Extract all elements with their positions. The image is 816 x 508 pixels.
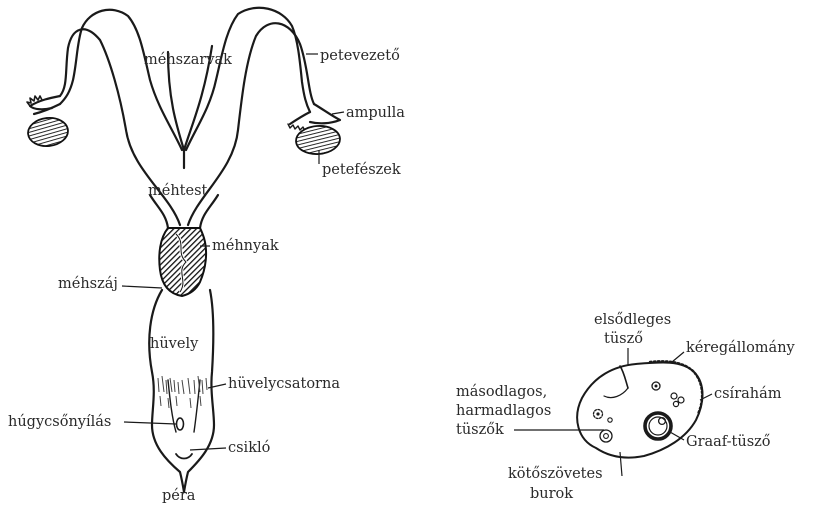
label-elsodleges-line2: tüsző	[604, 331, 643, 347]
label-mehszaj: méhszáj	[58, 276, 118, 292]
label-ampulla: ampulla	[346, 105, 405, 121]
label-masodlagos-line2: harmadlagos	[456, 403, 551, 419]
label-petefeszek: petefészek	[322, 162, 401, 178]
left-labels: méhszarvak petevezető ampulla petefészek…	[8, 48, 405, 504]
label-mehszarvak: méhszarvak	[144, 52, 232, 68]
ovary-cross-section	[577, 361, 702, 457]
label-kotoszovetes-line1: kötőszövetes	[508, 466, 603, 482]
left-ovary	[27, 116, 70, 148]
right-labels: elsődleges tüsző kéregállomány másodlago…	[456, 312, 796, 502]
label-keregallomany: kéregállomány	[686, 340, 796, 356]
label-mehnyak: méhnyak	[212, 238, 279, 254]
right-ovary	[295, 124, 341, 155]
label-graaf: Graaf-tüsző	[686, 434, 771, 450]
label-huvelycsatorna: hüvelycsatorna	[228, 376, 340, 392]
label-masodlagos-line3: tüszők	[456, 422, 504, 438]
label-petevezeto: petevezető	[320, 48, 400, 64]
label-kotoszovetes-line2: burok	[530, 486, 573, 502]
label-hugycsonyilas: húgycsőnyílás	[8, 414, 111, 430]
label-csiraham: csírahám	[714, 386, 782, 402]
label-pera: péra	[162, 488, 196, 504]
label-mehtest: méhtest	[148, 183, 208, 199]
label-elsodleges-line1: elsődleges	[594, 312, 671, 328]
label-huvely: hüvely	[150, 336, 199, 352]
label-masodlagos-line1: másodlagos,	[456, 384, 547, 400]
label-csiklo: csikló	[228, 440, 270, 456]
cervix	[159, 228, 206, 296]
